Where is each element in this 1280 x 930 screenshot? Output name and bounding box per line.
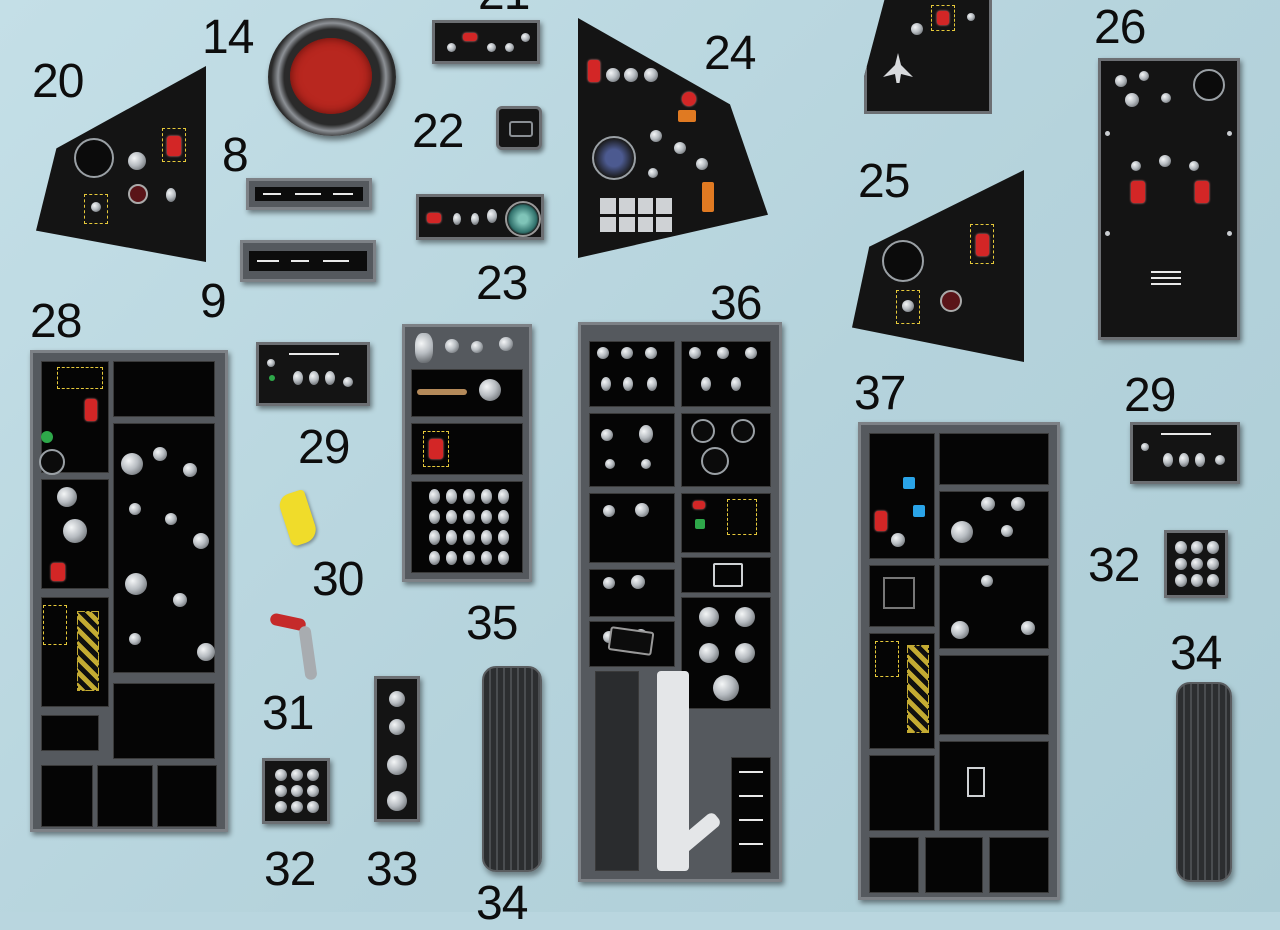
part-number-24: 24 (704, 27, 756, 80)
lever-part-31 (268, 612, 328, 682)
clock-gauge-icon (74, 138, 114, 178)
part-number-34-right: 34 (1170, 627, 1222, 680)
part-number-33: 33 (366, 843, 418, 896)
switch-part-22 (496, 106, 542, 150)
keypad-part-32-right (1164, 530, 1228, 598)
strip-part-9 (240, 240, 376, 282)
console-part-36 (578, 322, 782, 882)
grip-part-35 (482, 666, 542, 872)
part-number-31: 31 (262, 687, 314, 740)
part-number-28: 28 (30, 295, 82, 348)
part-number-36: 36 (710, 277, 762, 330)
keypad-part-32 (262, 758, 330, 824)
panel-part-29-right (1130, 422, 1240, 484)
part-number-30: 30 (312, 553, 364, 606)
part-number-35: 35 (466, 597, 518, 650)
dial-gauge-icon (882, 240, 924, 282)
part-number-34: 34 (476, 877, 528, 930)
strip-part-8 (246, 178, 372, 210)
part-number-25: 25 (858, 155, 910, 208)
aircraft-silhouette-icon (883, 53, 913, 83)
panel-part-26 (1098, 58, 1240, 340)
red-lens-glass (290, 38, 372, 114)
part-number-8: 8 (222, 129, 249, 182)
red-lens-part-14 (268, 18, 396, 136)
part-number-32: 32 (264, 843, 316, 896)
console-part-37 (858, 422, 1060, 900)
panel-part-27-partial (864, 0, 992, 114)
part-number-32-right: 32 (1088, 539, 1140, 592)
panel-part-23 (416, 194, 544, 240)
panel-part-29 (256, 342, 370, 406)
part-number-20: 20 (32, 55, 84, 108)
part-number-26: 26 (1094, 1, 1146, 54)
panel-part-21 (432, 20, 540, 64)
part-number-29: 29 (298, 421, 350, 474)
part-number-37: 37 (854, 367, 906, 420)
grip-part-34 (1176, 682, 1232, 882)
panel-part-28 (30, 350, 228, 832)
panel-center-left (402, 324, 532, 582)
knob-strip-part-33 (374, 676, 420, 822)
part-number-9: 9 (200, 275, 227, 328)
part-number-29-right: 29 (1124, 369, 1176, 422)
part-number-14: 14 (202, 11, 254, 64)
attitude-gauge-icon (592, 136, 636, 180)
part-number-23: 23 (476, 257, 528, 310)
part-number-22: 22 (412, 105, 464, 158)
part-number-21: 21 (478, 0, 530, 18)
